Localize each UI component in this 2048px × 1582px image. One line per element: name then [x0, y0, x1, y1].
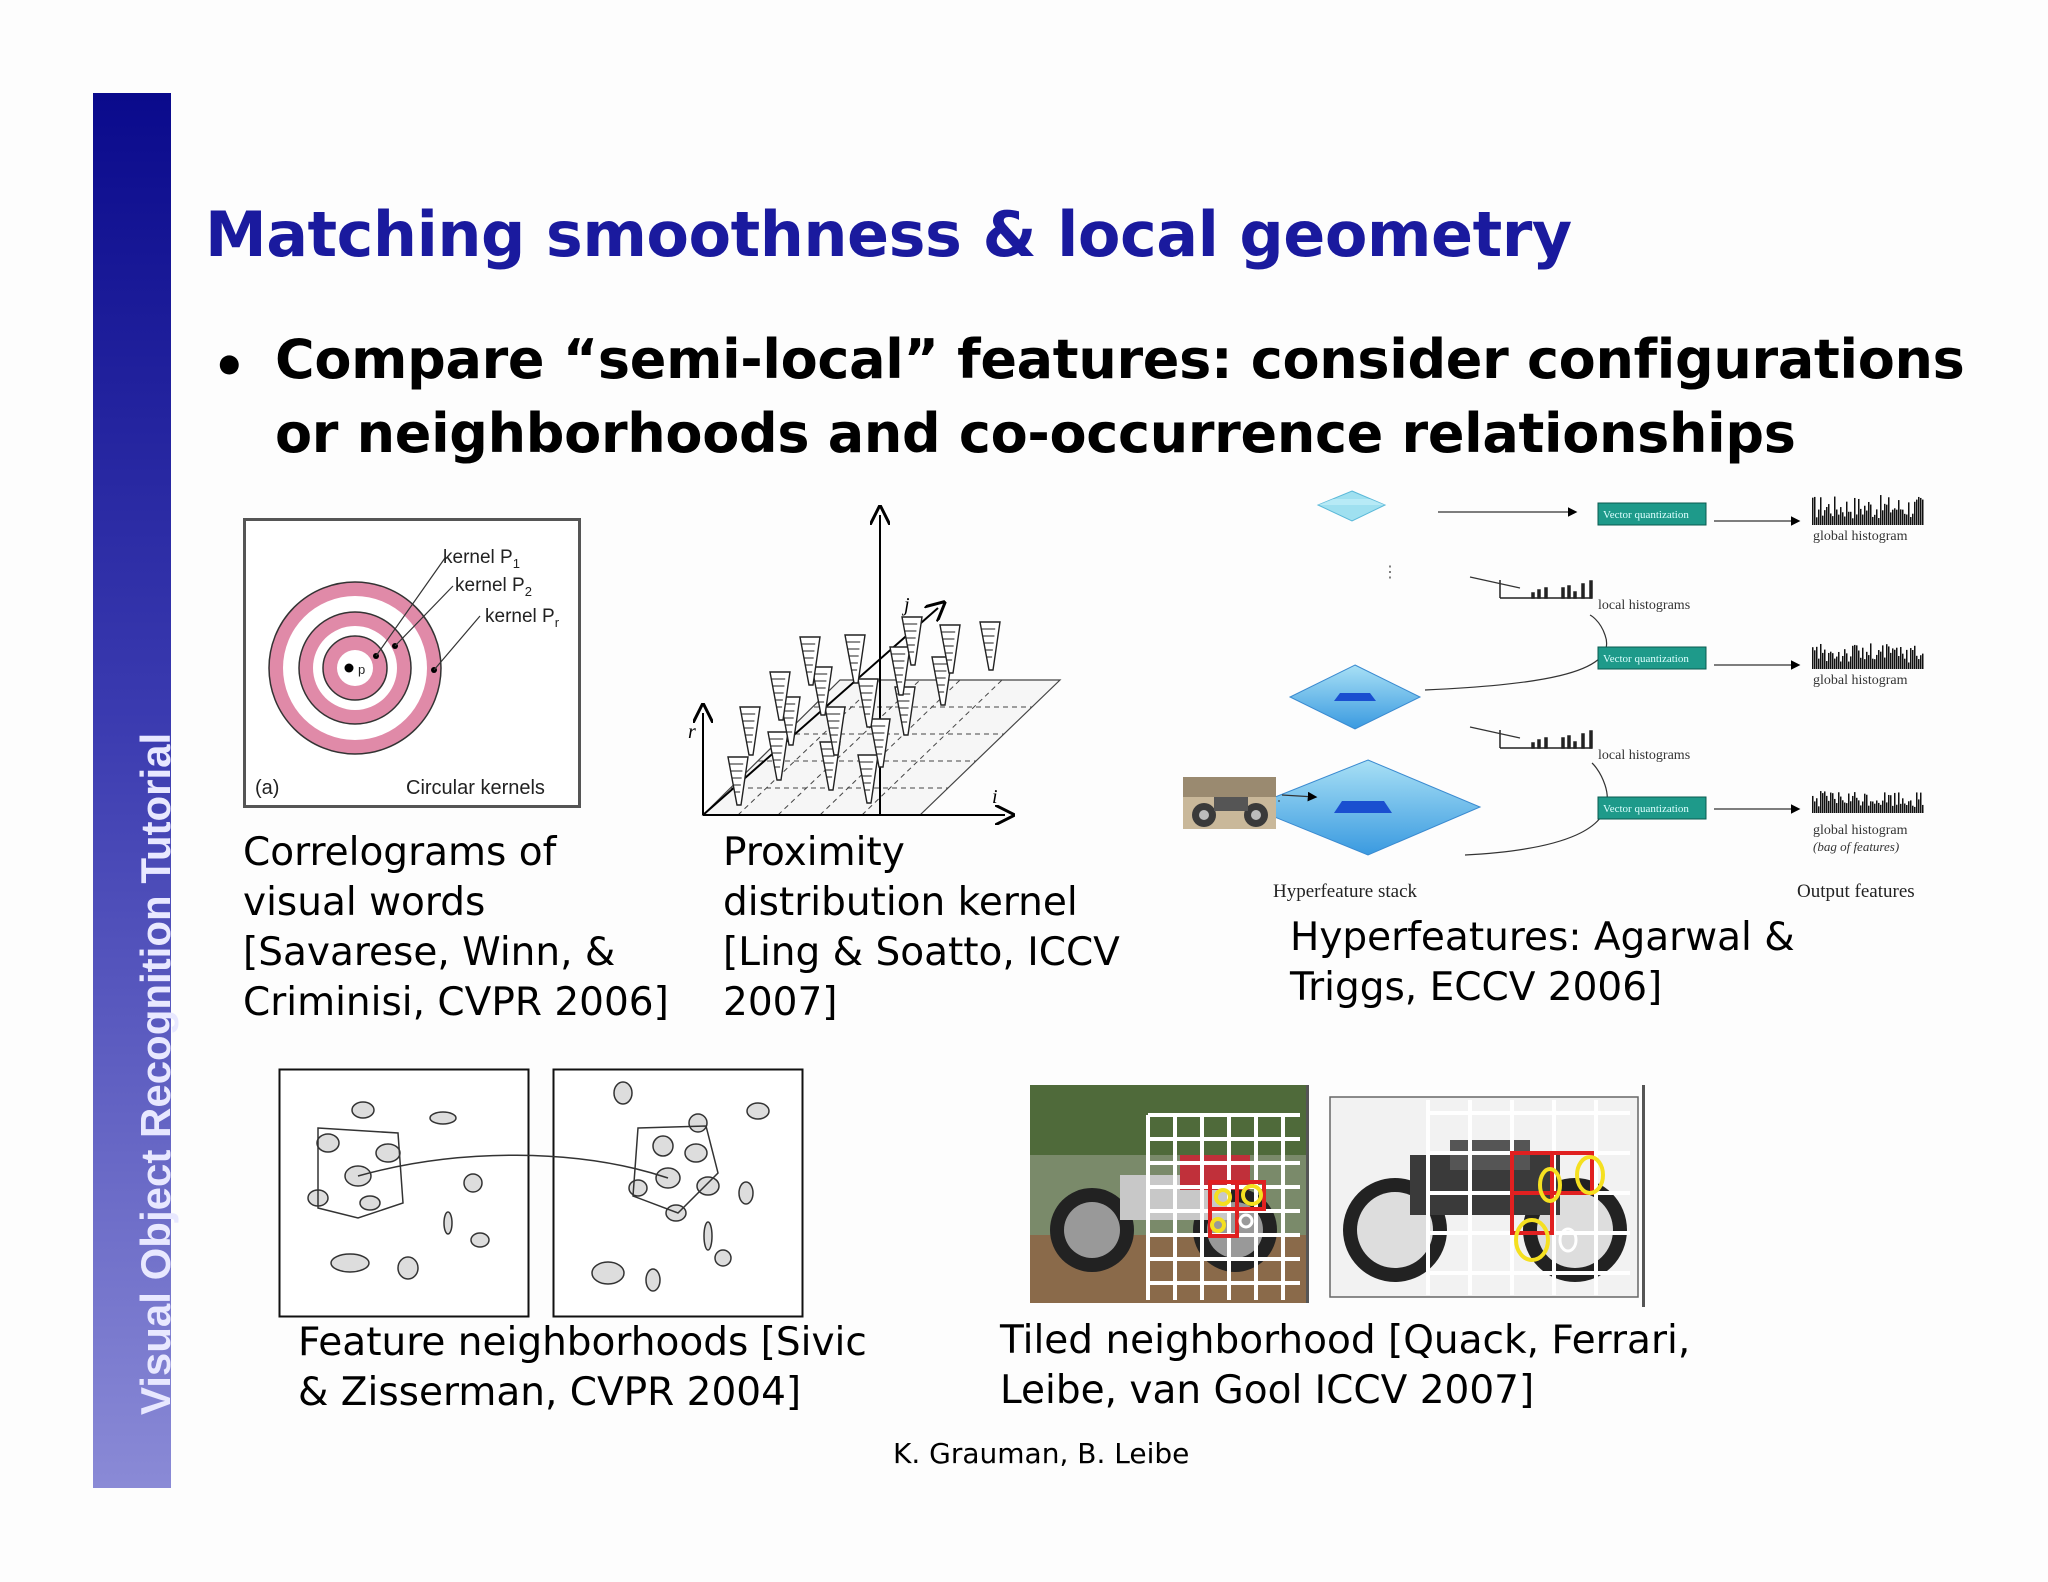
histogram-cone — [857, 678, 879, 728]
caption-line: [Ling & Soatto, ICCV — [723, 930, 1120, 975]
bullet-line-1: Compare “semi-local” features: consider … — [275, 328, 1965, 391]
histogram-cone — [739, 706, 761, 756]
bullet-line-2: or neighborhoods and co-occurrence relat… — [275, 402, 1796, 465]
caption-line: [Savarese, Winn, & — [243, 930, 616, 975]
local-histograms-label-1: local histograms — [1598, 598, 1690, 613]
histogram-cone — [727, 756, 749, 806]
axis-r-label: r — [688, 721, 696, 743]
histogram-cone — [857, 754, 879, 804]
histogram-cone — [811, 666, 833, 716]
caption-line: Tiled neighborhood [Quack, Ferrari, — [1000, 1318, 1691, 1363]
kernel-p1-label: kernel P1 — [443, 547, 520, 571]
hyperfeature-stack-label: Hyperfeature stack — [1273, 881, 1418, 902]
correlogram-figure: kernel P1 kernel P2 kernel Pr p (a) Circ… — [243, 518, 581, 808]
caption-line: Feature neighborhoods [Sivic — [298, 1320, 867, 1365]
bag-of-features-label: (bag of features) — [1813, 839, 1899, 854]
caption-line: Proximity — [723, 830, 905, 875]
panel-a-label: (a) — [255, 777, 279, 799]
tiled-neighborhood-caption: Tiled neighborhood [Quack, Ferrari, Leib… — [1000, 1316, 1690, 1416]
caption-line: Leibe, van Gool ICCV 2007] — [1000, 1368, 1535, 1413]
tiled-neighborhood-figure — [1030, 1085, 1645, 1307]
local-histogram-1 — [1499, 580, 1593, 599]
pyramid-ellipsis: ⋮ — [1382, 564, 1398, 581]
vq-label-3: Vector quantization — [1603, 803, 1689, 815]
global-histogram-bars — [1812, 643, 1924, 669]
proximity-histogram-cones — [727, 616, 1001, 806]
histogram-cone — [799, 636, 821, 686]
correlogram-caption: Correlograms of visual words [Savarese, … — [243, 828, 669, 1028]
hyperfeatures-figure: ⋮ — [1183, 490, 1924, 902]
caption-line: & Zisserman, CVPR 2004] — [298, 1370, 802, 1415]
caption-line: distribution kernel — [723, 880, 1078, 925]
global-histograms — [1812, 495, 1924, 813]
sidebar-label: Visual Object Recognition Tutorial — [132, 732, 179, 1415]
local-histogram-2 — [1499, 730, 1593, 749]
global-histogram-bars — [1812, 791, 1924, 813]
caption-line: Criminisi, CVPR 2006] — [243, 980, 669, 1025]
hyperfeatures-caption: Hyperfeatures: Agarwal & Triggs, ECCV 20… — [1290, 913, 1795, 1013]
circular-kernels-label: Circular kernels — [406, 777, 545, 799]
histogram-cone — [939, 624, 961, 674]
kernel-pr-label: kernel Pr — [485, 606, 560, 630]
histogram-cone — [769, 671, 791, 721]
histogram-cone — [767, 731, 789, 781]
histogram-cone — [979, 621, 1001, 671]
axis-i-label: i — [992, 786, 998, 808]
histogram-cone — [869, 718, 891, 768]
tile-grid-left — [1146, 1113, 1300, 1300]
bullet-marker: • — [212, 335, 247, 398]
motorbike-thumbnail — [1183, 777, 1276, 829]
proximity-caption: Proximity distribution kernel [Ling & So… — [723, 828, 1120, 1028]
motorbike-photo-left — [1030, 1085, 1309, 1303]
center-p-label: p — [358, 662, 365, 677]
histogram-cone — [901, 616, 923, 666]
vq-label-2: Vector quantization — [1603, 653, 1689, 665]
feature-neighborhoods-figure — [278, 1068, 804, 1318]
caption-line: 2007] — [723, 980, 838, 1025]
caption-line: Correlograms of — [243, 830, 557, 875]
kernel-p2-label: kernel P2 — [455, 575, 532, 599]
global-histogram-label-1: global histogram — [1813, 529, 1908, 544]
vq-label-1: Vector quantization — [1603, 509, 1689, 521]
histogram-cone — [844, 634, 866, 684]
global-histogram-label-3: global histogram — [1813, 823, 1908, 838]
caption-line: visual words — [243, 880, 486, 925]
global-histogram-label-2: global histogram — [1813, 673, 1908, 688]
output-features-label: Output features — [1797, 881, 1915, 902]
local-histograms-label-2: local histograms — [1598, 748, 1690, 763]
histogram-cone — [824, 706, 846, 756]
sidebar-band — [93, 93, 171, 1488]
proximity-figure: r i j — [688, 505, 1062, 830]
histogram-cone — [889, 646, 911, 696]
caption-line: Hyperfeatures: Agarwal & — [1290, 915, 1795, 960]
vq-boxes — [1597, 502, 1707, 820]
caption-line: Triggs, ECCV 2006] — [1290, 965, 1663, 1010]
footer-authors: K. Grauman, B. Leibe — [893, 1437, 1190, 1470]
global-histogram-bars — [1812, 495, 1924, 525]
slide-title: Matching smoothness & local geometry — [205, 198, 1572, 271]
feature-neighborhoods-caption: Feature neighborhoods [Sivic & Zisserman… — [298, 1318, 867, 1418]
axis-j-label: j — [901, 594, 910, 616]
